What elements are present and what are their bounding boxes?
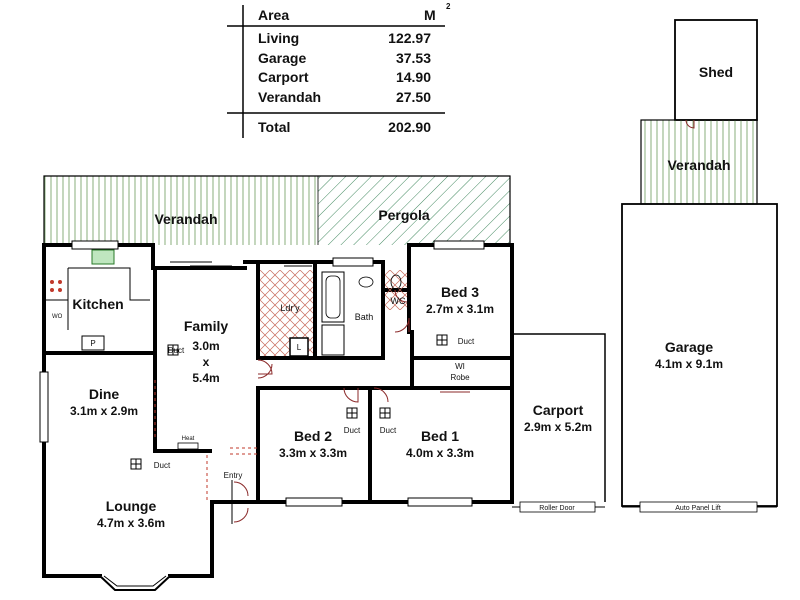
- carport-size: 2.9m x 5.2m: [524, 420, 592, 434]
- area-row-name: Carport: [258, 69, 309, 85]
- linen-label: L: [297, 343, 302, 352]
- shed: [674, 19, 758, 121]
- room-labels: Verandah Pergola Kitchen WO P Family 3.0…: [52, 64, 733, 530]
- area-total-value: 202.90: [388, 119, 431, 135]
- duct-icon: [167, 344, 179, 356]
- area-row-value: 27.50: [396, 89, 431, 105]
- wc-label: WC: [391, 296, 406, 306]
- verandah-main: [43, 175, 318, 245]
- duct-icon: [436, 334, 448, 346]
- heater: [177, 442, 199, 450]
- bed1-label: Bed 1: [421, 428, 459, 444]
- bed2-label: Bed 2: [294, 428, 332, 444]
- garage: [621, 203, 778, 507]
- sliding-doors: [170, 261, 470, 393]
- duct-label: Duct: [458, 337, 475, 346]
- wi-robe-label: WI: [455, 362, 465, 371]
- verandah-shed: [640, 119, 758, 205]
- roller-door-label: Roller Door: [539, 505, 575, 512]
- wo-label: WO: [52, 314, 63, 320]
- duct-icon: [346, 407, 358, 419]
- carport-label: Carport: [533, 402, 584, 418]
- area-row-value: 122.97: [388, 30, 431, 46]
- pantry-label: P: [90, 339, 95, 348]
- pergola: [317, 175, 511, 245]
- area-header-label: Area: [258, 7, 289, 23]
- duct-label: Duct: [344, 426, 361, 435]
- heat-label: Heat: [182, 436, 195, 442]
- pergola-label: Pergola: [378, 207, 430, 223]
- bed3-size: 2.7m x 3.1m: [426, 302, 494, 316]
- garage-doors: [512, 501, 777, 513]
- verandah-shed-label: Verandah: [667, 157, 730, 173]
- lounge-label: Lounge: [106, 498, 157, 514]
- dine-size: 3.1m x 2.9m: [70, 404, 138, 418]
- family-width: 3.0m: [192, 339, 219, 353]
- duct-symbols: [130, 334, 448, 470]
- duct-label: Duct: [154, 461, 171, 470]
- dine-label: Dine: [89, 386, 120, 402]
- area-row-name: Garage: [258, 50, 306, 66]
- garage-size: 4.1m x 9.1m: [655, 357, 723, 371]
- kitchen-fittings: [44, 249, 150, 351]
- duct-icon: [130, 458, 142, 470]
- bed2-size: 3.3m x 3.3m: [279, 446, 347, 460]
- entry-label: Entry: [224, 471, 243, 480]
- family-label: Family: [184, 318, 229, 334]
- area-header-unit: M: [424, 7, 436, 23]
- wet-areas: [260, 270, 407, 357]
- area-row-value: 14.90: [396, 69, 431, 85]
- area-table: Area M 2 Living 122.97 Garage 37.53 Carp…: [227, 2, 451, 138]
- verandah-main-label: Verandah: [154, 211, 217, 227]
- lounge-size: 4.7m x 3.6m: [97, 516, 165, 530]
- laundry-label: Ldr'y: [280, 303, 300, 313]
- garage-label: Garage: [665, 339, 713, 355]
- duct-icon: [379, 407, 391, 419]
- windows: [39, 240, 485, 591]
- area-row-name: Verandah: [258, 89, 321, 105]
- door-swings: [231, 289, 410, 524]
- openings: [154, 380, 258, 502]
- area-row-name: Living: [258, 30, 299, 46]
- area-total-label: Total: [258, 119, 290, 135]
- area-header-unit-sup: 2: [446, 2, 451, 11]
- duct-label: Duct: [380, 426, 397, 435]
- auto-panel-lift-label: Auto Panel Lift: [675, 505, 721, 512]
- bed3-label: Bed 3: [441, 284, 479, 300]
- shed-label: Shed: [699, 64, 733, 80]
- wi-robe-label: Robe: [450, 373, 470, 382]
- kitchen-label: Kitchen: [72, 296, 123, 312]
- duct-label: Duct: [168, 346, 185, 355]
- area-row-value: 37.53: [396, 50, 431, 66]
- family-x: x: [203, 355, 210, 369]
- bath-label: Bath: [355, 312, 374, 322]
- bed1-size: 4.0m x 3.3m: [406, 446, 474, 460]
- family-height: 5.4m: [192, 371, 219, 385]
- carport: [512, 333, 606, 502]
